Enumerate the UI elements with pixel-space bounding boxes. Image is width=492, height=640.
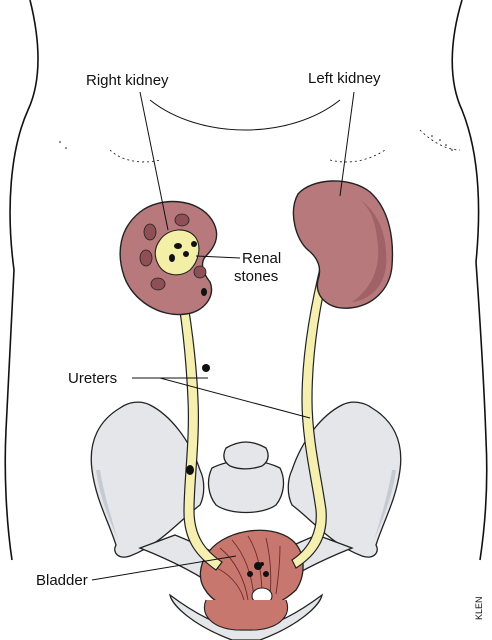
artist-signature: KLEN bbox=[474, 596, 484, 620]
left-kidney bbox=[293, 181, 392, 308]
skin-texture bbox=[59, 135, 453, 151]
leader-ureters-right bbox=[160, 378, 310, 418]
right-kidney bbox=[120, 202, 217, 315]
label-left-kidney: Left kidney bbox=[308, 70, 381, 87]
label-bladder: Bladder bbox=[36, 572, 88, 589]
label-right-kidney: Right kidney bbox=[86, 72, 169, 89]
label-renal-line1: Renal bbox=[242, 250, 281, 267]
label-ureters: Ureters bbox=[68, 370, 117, 387]
label-renal-line2: stones bbox=[234, 268, 278, 285]
leader-left-kidney bbox=[340, 92, 354, 196]
bladder bbox=[200, 530, 303, 630]
